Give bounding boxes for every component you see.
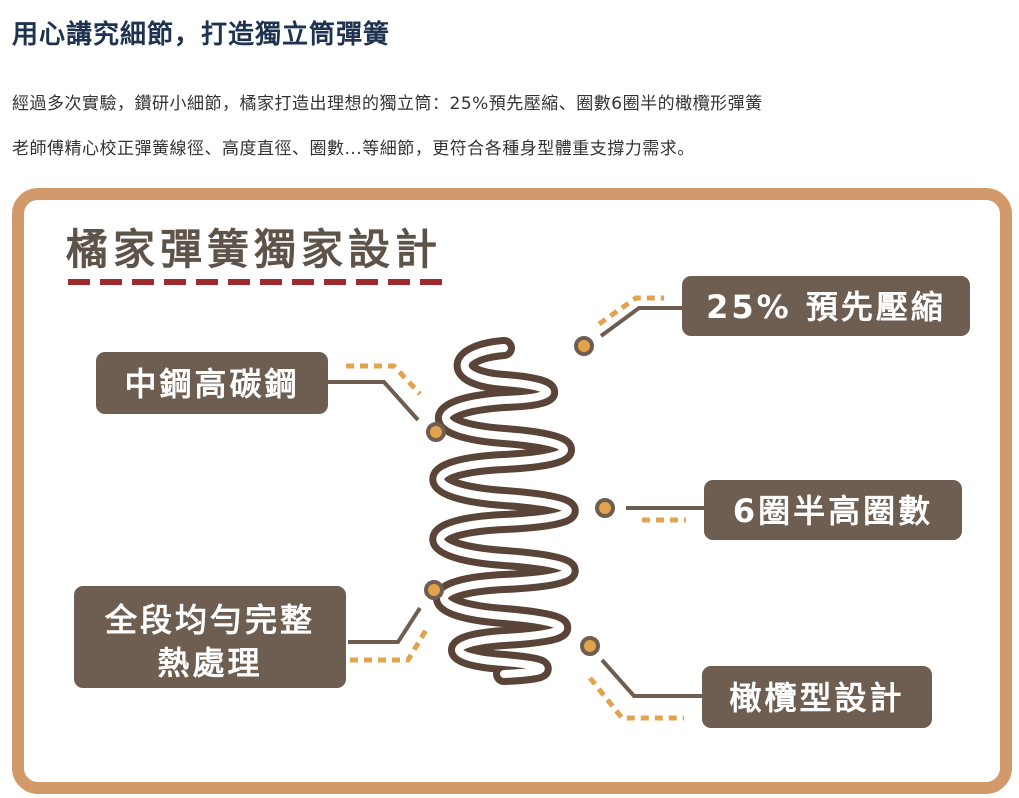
connector-dot [595,498,615,518]
spring-diagram: 橘家彈簧獨家設計 25% 預先壓縮 中鋼高碳鋼 [66,225,970,728]
description-line-2: 老師傅精心校正彈簧線徑、高度直徑、圈數...等細節，更符合各種身型體重支撐力需求… [12,139,695,159]
label-precompression: 25% 預先壓縮 [574,276,970,356]
label-steel: 中鋼高碳鋼 [96,352,446,442]
spring-icon [429,337,579,685]
diagram-title: 橘家彈簧獨家設計 [66,225,442,274]
connector-dot [580,636,600,656]
label-coils: 6圈半高圈數 [595,480,962,540]
label-box [682,276,970,336]
spring-design-panel: 橘家彈簧獨家設計 25% 預先壓縮 中鋼高碳鋼 [12,188,1012,794]
label-text: 6圈半高圈數 [733,492,933,530]
label-text: 橄欖型設計 [729,679,904,717]
label-heat-treatment: 全段均勻完整 熱處理 [74,580,444,688]
label-text-line-2: 熱處理 [157,644,262,682]
connector-dot [424,580,444,600]
label-olive-shape: 橄欖型設計 [580,636,932,728]
label-box [704,480,962,540]
page-title: 用心講究細節，打造獨立筒彈簧 [12,20,391,50]
label-text: 25% 預先壓縮 [706,288,946,326]
label-text-line-1: 全段均勻完整 [104,601,315,639]
connector-dot [426,422,446,442]
label-box [96,352,328,414]
label-box [702,666,932,728]
label-box [74,586,346,688]
label-text: 中鋼高碳鋼 [124,365,299,403]
description-line-1: 經過多次實驗，鑽研小細節，橘家打造出理想的獨立筒：25%預先壓縮、圈數6圈半的橄… [12,94,763,114]
connector-dot [574,336,594,356]
